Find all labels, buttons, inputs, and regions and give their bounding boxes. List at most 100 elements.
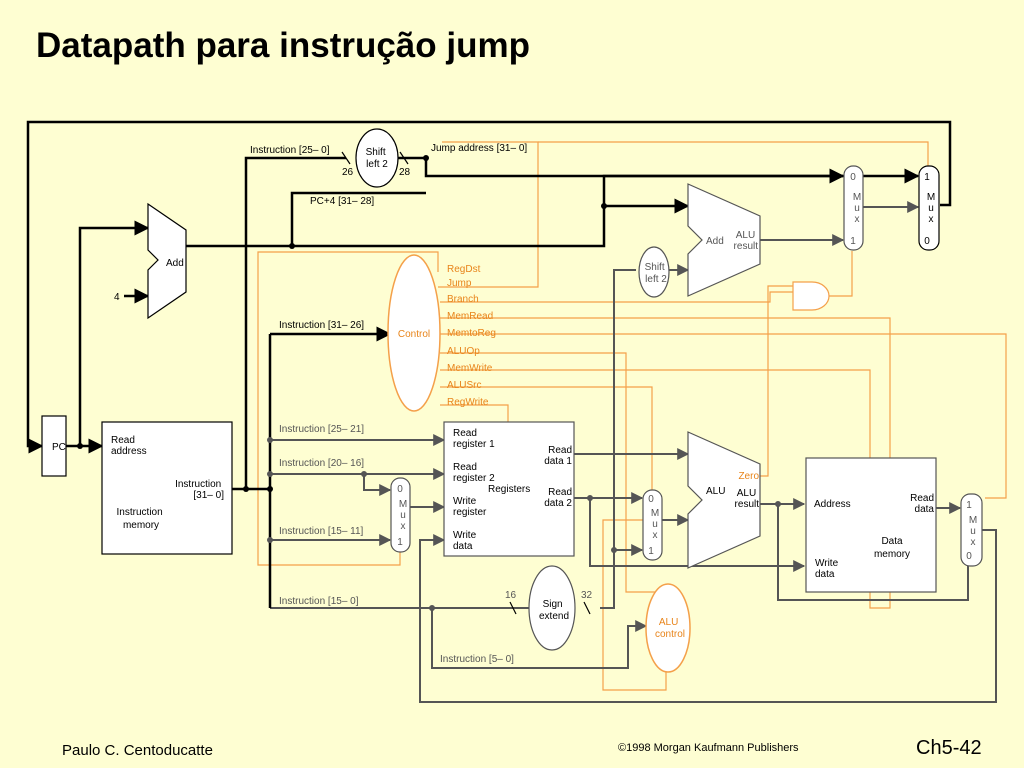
- junction-dot: [601, 203, 607, 209]
- wire-writeback: [419, 529, 997, 703]
- sign-extend-label: Sign extend: [539, 599, 569, 622]
- wire-readdata2-dmem: [589, 498, 806, 572]
- junction-dot: [243, 486, 249, 492]
- tick-32: [583, 601, 591, 615]
- alu-control-label: ALU control: [655, 617, 685, 640]
- mux-branch-x: x: [855, 214, 860, 225]
- mux-branch-u: u: [854, 203, 860, 214]
- mux-branch-body: [843, 165, 864, 251]
- junctions-gray: [267, 437, 781, 611]
- mux-memtoreg-x: x: [971, 537, 976, 548]
- alu: [687, 431, 761, 569]
- wire-rt-mux: [363, 474, 392, 496]
- gray-wires: [270, 201, 997, 703]
- mux-jump-m: M: [927, 192, 935, 203]
- shift-left-2-jump: [355, 128, 399, 188]
- wire-regdst: [257, 251, 439, 566]
- mux-regdst-in1: 1: [397, 537, 403, 548]
- mux-memtoreg: 1 M u x 0: [960, 493, 983, 567]
- junction-dot: [267, 471, 273, 477]
- signal-branch: Branch: [447, 294, 479, 305]
- wire-jump-loop: [26, 120, 952, 454]
- signal-alusrc: ALUSrc: [447, 380, 481, 391]
- mux-alusrc: 0 M u x 1: [642, 489, 663, 561]
- tick-16: [509, 601, 517, 615]
- wire-signext-to-shift: [613, 269, 636, 608]
- signal-jump: Jump: [447, 278, 472, 289]
- wire-memread: [440, 317, 891, 460]
- mux-jump-u: u: [928, 203, 934, 214]
- junction-dot: [775, 501, 781, 507]
- junction-dot: [587, 495, 593, 501]
- mux-memtoreg-in0: 0: [966, 551, 972, 562]
- mux-jump-in1: 1: [924, 172, 930, 183]
- wire-zero: [759, 285, 793, 477]
- label-bits-32: 32: [581, 590, 593, 601]
- wire-signext-out: [600, 544, 644, 609]
- and-gate: [792, 281, 830, 311]
- wire-memwrite: [440, 369, 891, 609]
- mux-branch-m: M: [853, 192, 861, 203]
- mux-alusrc-in0: 0: [648, 494, 654, 505]
- mux-jump-in0: 0: [924, 236, 930, 247]
- wire-labels: Instruction [25– 0] Jump address [31– 0]…: [250, 143, 593, 665]
- wire-pc-add: [78, 220, 150, 446]
- label-bits-16: 16: [505, 590, 517, 601]
- mux-regdst-x: x: [401, 521, 406, 532]
- wire-funct: [431, 608, 648, 669]
- wire-shift-out: [398, 156, 920, 184]
- mux-memtoreg-u: u: [970, 526, 976, 537]
- branch-adder: [687, 183, 761, 297]
- wire-alusrc: [440, 386, 653, 492]
- wire-and-out: [829, 251, 853, 297]
- signal-memread: MemRead: [447, 311, 493, 322]
- junction-dot: [267, 437, 273, 443]
- label-instr-25-0: Instruction [25– 0]: [250, 145, 330, 156]
- footer-copyright: ©1998 Morgan Kaufmann Publishers: [618, 742, 799, 754]
- mux-memtoreg-in1: 1: [966, 500, 972, 511]
- mux-memtoreg-body: [960, 493, 983, 567]
- signal-memtoreg: MemtoReg: [447, 328, 496, 339]
- mux-regdst: 0 M u x 1: [390, 477, 411, 553]
- mux-alusrc-body: [642, 489, 663, 561]
- junction-dot: [423, 155, 429, 161]
- control-unit: [387, 254, 441, 412]
- reg-name: Registers: [488, 484, 530, 495]
- instruction-memory: [101, 421, 233, 555]
- wire-instr-jump: [244, 156, 346, 489]
- label-bits-28: 28: [399, 167, 411, 178]
- junctions: [77, 155, 607, 492]
- pc-label: PC: [52, 442, 66, 453]
- shift-branch-label: Shift left 2: [645, 262, 668, 285]
- footer-author: Paulo C. Centoducatte: [62, 742, 213, 759]
- control-wires: [257, 141, 1007, 691]
- mux-jump: 1 M u x 0: [918, 165, 940, 251]
- alu-result-label: ALU result: [735, 488, 760, 510]
- tick-26: [341, 151, 351, 165]
- mux-regdst-m: M: [399, 499, 407, 510]
- wire-aluop: [440, 352, 666, 593]
- signal-memwrite: MemWrite: [447, 363, 493, 374]
- mux-alusrc-x: x: [653, 530, 658, 541]
- junction-dot: [77, 443, 83, 449]
- junction-dot: [611, 547, 617, 553]
- mux-alusrc-u: u: [652, 519, 658, 530]
- mux-alusrc-in1: 1: [648, 546, 654, 557]
- label-instr-15-0: Instruction [15– 0]: [279, 596, 359, 607]
- junction-dot: [289, 243, 295, 249]
- control-label: Control: [398, 329, 430, 340]
- branch-adder-result: ALU result: [734, 230, 759, 252]
- mux-memtoreg-m: M: [969, 515, 977, 526]
- wire-jump-mux: [538, 141, 929, 168]
- pc-register: [41, 415, 67, 477]
- junction-dot: [429, 605, 435, 611]
- pc-adder-label: Add: [166, 258, 184, 269]
